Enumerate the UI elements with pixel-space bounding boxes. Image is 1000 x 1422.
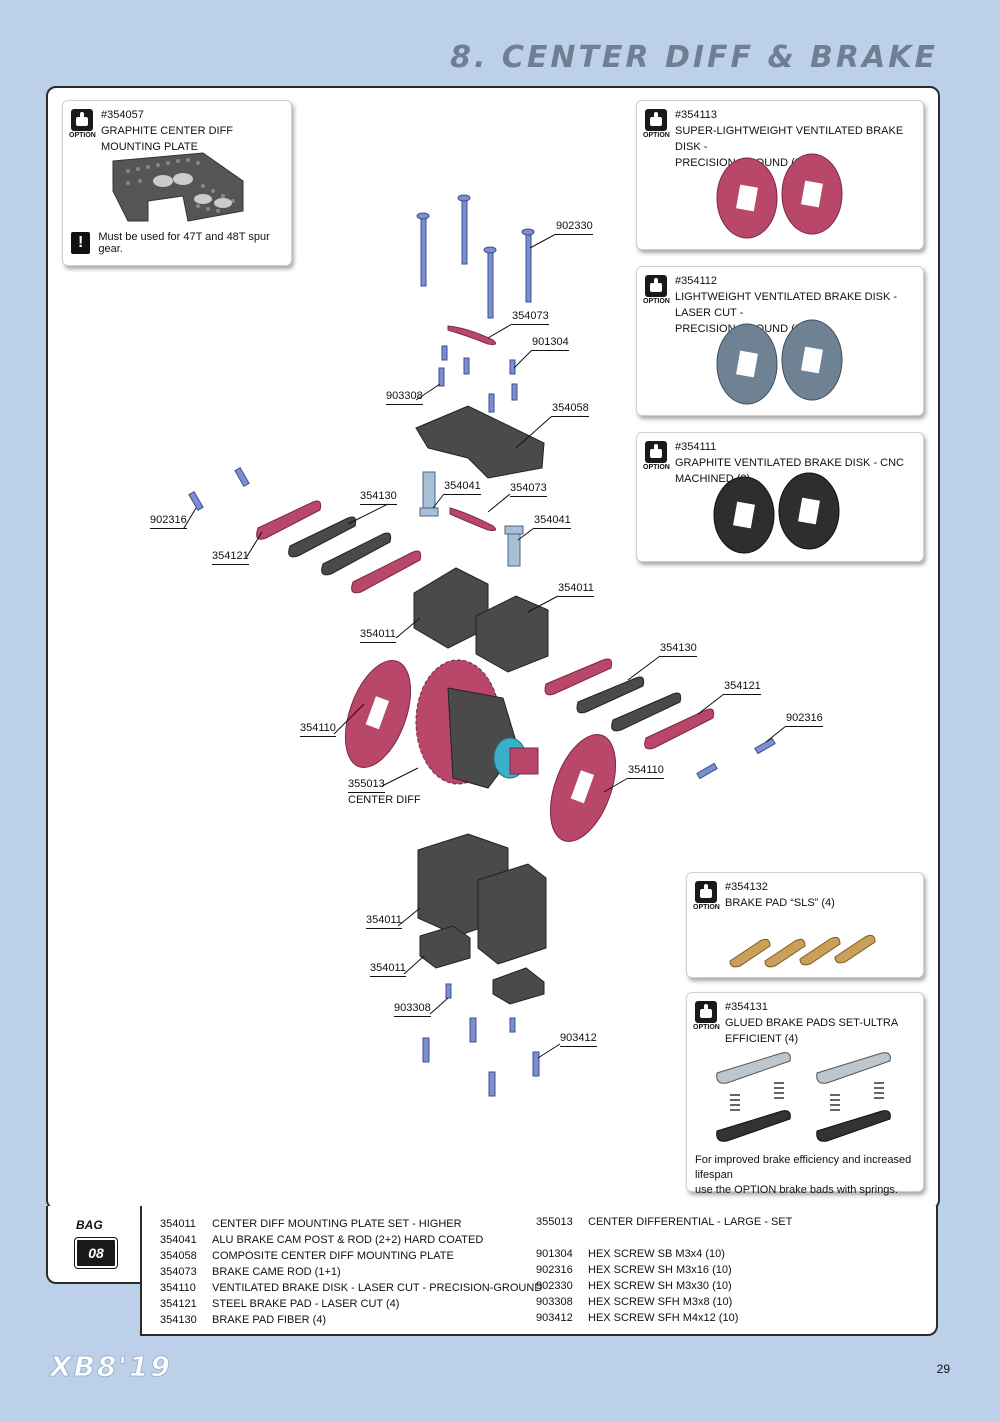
thumbs-up-icon <box>695 881 717 903</box>
page-title: 8. CENTER DIFF & BRAKE <box>450 40 938 75</box>
thumbs-up-icon <box>645 441 667 463</box>
callout-354011: 354011 <box>558 582 594 597</box>
xb8-logo: XB8'19 <box>50 1350 172 1384</box>
brake-pads-left <box>256 500 422 594</box>
option-note: For improved brake efficiency and increa… <box>695 1154 912 1196</box>
cam-rod-354073b <box>449 507 497 531</box>
callout-354121: 354121 <box>212 550 249 565</box>
callout-901304: 901304 <box>532 336 569 351</box>
callout-354130: 354130 <box>360 490 397 505</box>
glued-brake-pads-image <box>716 1052 891 1142</box>
callout-355013: 355013 <box>348 778 385 793</box>
screw-small <box>188 345 776 1097</box>
brake-disk-laser-image <box>716 319 843 405</box>
callout-354041: 354041 <box>534 514 571 529</box>
thumbs-up-icon <box>71 109 93 131</box>
option-code: #354057 <box>101 109 144 121</box>
bag-number: 08 <box>75 1238 117 1268</box>
warning-icon: ! <box>71 232 91 254</box>
callout-903308: 903308 <box>394 1002 431 1017</box>
option-note: Must be used for 47T and 48T spur gear. <box>98 231 270 255</box>
graphite-plate-image <box>112 152 244 222</box>
callout-902316: 902316 <box>150 514 187 529</box>
callout-354110: 354110 <box>628 764 664 779</box>
exploded-diagram <box>183 194 787 1097</box>
screw-902330 <box>416 194 535 319</box>
callout-354130: 354130 <box>660 642 697 657</box>
thumbs-up-icon <box>645 275 667 297</box>
callout-354073: 354073 <box>512 310 549 325</box>
mount-plate-354058 <box>415 405 545 479</box>
cam-rod-354073 <box>447 325 497 345</box>
callout-354058: 354058 <box>552 402 589 417</box>
cam-post-354041 <box>419 471 524 567</box>
option-name: GRAPHITE CENTER DIFF MOUNTING PLATE <box>101 125 234 153</box>
callout-354011: 354011 <box>366 914 402 929</box>
brake-pads-right <box>544 658 715 750</box>
brake-disk-354110 <box>344 660 617 842</box>
option-badge: OPTION <box>69 109 96 139</box>
callout-354110: 354110 <box>300 722 336 737</box>
callout-354073: 354073 <box>510 482 547 497</box>
thumbs-up-icon <box>695 1001 717 1023</box>
center-diff-355013 <box>415 659 539 789</box>
callout-354011: 354011 <box>370 962 406 977</box>
callout-903412: 903412 <box>560 1032 597 1047</box>
bag-label: BAG <box>76 1218 103 1232</box>
callout-354011: 354011 <box>360 628 396 643</box>
callout-354041: 354041 <box>444 480 481 495</box>
callout-903308: 903308 <box>386 390 423 405</box>
callout-354121: 354121 <box>724 680 761 695</box>
callout-902330: 902330 <box>556 220 593 235</box>
mount-block-upper <box>413 567 549 673</box>
brake-disk-graphite-image <box>713 472 840 554</box>
brake-pad-sls-image <box>729 934 876 968</box>
bag-indicator: BAG 08 <box>46 1206 142 1284</box>
brake-disk-vented-image <box>716 153 843 239</box>
thumbs-up-icon <box>645 109 667 131</box>
mount-block-lower <box>417 833 547 1005</box>
callout-center-diff: CENTER DIFF <box>348 794 421 806</box>
page-number: 29 <box>936 1362 950 1376</box>
callout-902316: 902316 <box>786 712 823 727</box>
